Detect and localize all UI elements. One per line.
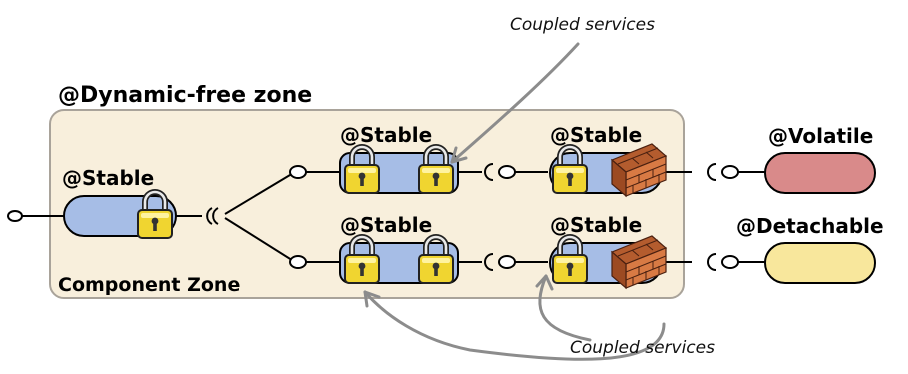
stereotype-right-bottom: @Stable [550,213,642,237]
arrow-bottom-left [363,290,666,361]
zone-footer: Component Zone [58,274,240,296]
component-detachable: @Detachable [736,214,884,284]
arrow-top [450,42,580,164]
annotation-bottom: Coupled services [570,338,715,358]
stereotype-left: @Stable [62,166,154,190]
component-mid-bottom: @Stable [339,213,459,283]
stereotype-mid-top: @Stable [340,123,432,147]
provided-interface-icon [7,210,23,222]
component-mid-top: @Stable [339,123,459,193]
provided-interface-icon [289,165,739,269]
annotation-top: Coupled services [510,15,655,35]
component-volatile: @Volatile [764,124,876,194]
stereotype-detachable: @Detachable [736,214,884,238]
stereotype-right-top: @Stable [550,123,642,147]
zone-title: @Dynamic-free zone [58,83,312,108]
arrow-bottom-right [538,274,592,342]
component-left: @Stable [62,166,177,238]
coupling-arrows [363,42,666,361]
required-interface-icon [206,207,219,225]
required-interface-icon [484,163,717,271]
component-right-bottom: @Stable [549,213,667,289]
stereotype-mid-bottom: @Stable [340,213,432,237]
component-right-top: @Stable [549,123,667,197]
stereotype-volatile: @Volatile [768,124,873,148]
